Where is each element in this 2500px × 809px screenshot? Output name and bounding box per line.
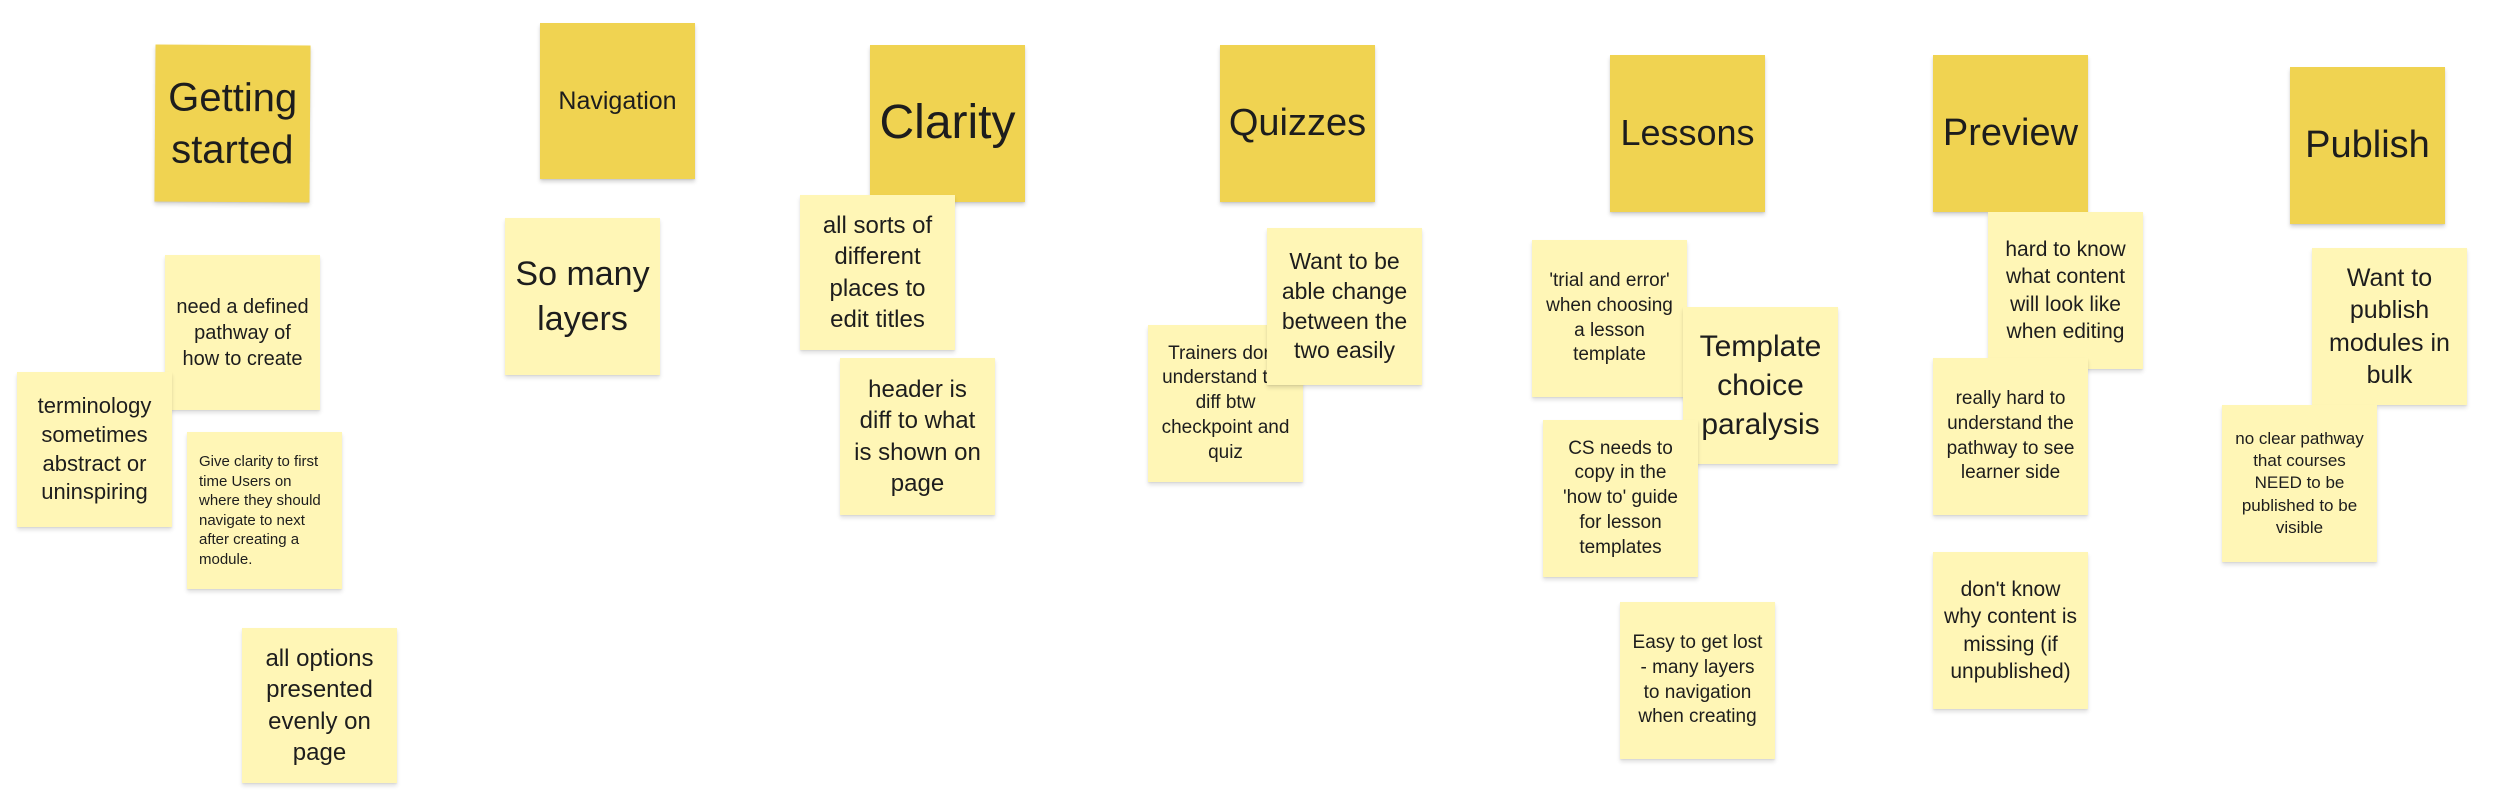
sticky-header-diff-text: header is diff to what is shown on page	[854, 376, 981, 497]
sticky-hard-to-know[interactable]: hard to know what content will look like…	[1988, 212, 2143, 369]
header-lessons[interactable]: Lessons	[1610, 55, 1765, 212]
header-publish[interactable]: Publish	[2290, 67, 2445, 224]
sticky-template-paralysis[interactable]: Template choice paralysis	[1683, 307, 1838, 464]
sticky-clarity-first-time-text: Give clarity to first time Users on wher…	[199, 453, 321, 568]
sticky-template-paralysis-text: Template choice paralysis	[1699, 330, 1822, 441]
header-publish-label: Publish	[2305, 123, 2430, 166]
sticky-header-diff[interactable]: header is diff to what is shown on page	[840, 358, 995, 515]
sticky-hard-to-know-text: hard to know what content will look like…	[2005, 237, 2126, 343]
sticky-defined-pathway-text: need a defined pathway of how to create	[176, 295, 309, 370]
sticky-clarity-first-time[interactable]: Give clarity to first time Users on wher…	[187, 432, 342, 589]
sticky-terminology[interactable]: terminology sometimes abstract or uninsp…	[17, 372, 172, 527]
sticky-no-pathway[interactable]: no clear pathway that courses NEED to be…	[2222, 405, 2377, 562]
header-getting-started[interactable]: Getting started	[154, 44, 311, 203]
header-lessons-label: Lessons	[1620, 112, 1755, 154]
sticky-trainers-diff-text: Trainers don't understand the diff btw c…	[1161, 342, 1290, 463]
sticky-change-between-text: Want to be able change between the two e…	[1281, 247, 1408, 364]
sticky-bulk[interactable]: Want to publish modules in bulk	[2312, 248, 2467, 405]
sticky-terminology-text: terminology sometimes abstract or uninsp…	[37, 393, 152, 505]
header-quizzes-label: Quizzes	[1228, 101, 1367, 144]
sticky-defined-pathway[interactable]: need a defined pathway of how to create	[165, 255, 320, 410]
sticky-edit-titles[interactable]: all sorts of different places to edit ti…	[800, 195, 955, 350]
sticky-cs-copy-text: CS needs to copy in the 'how to' guide f…	[1562, 437, 1678, 558]
sticky-options-evenly[interactable]: all options presented evenly on page	[242, 628, 397, 783]
header-preview-label: Preview	[1942, 111, 2079, 154]
sticky-content-missing-text: don't know why content is missing (if un…	[1943, 577, 2078, 683]
header-getting-started-label: Getting started	[168, 75, 298, 172]
sticky-learner-side-text: really hard to understand the pathway to…	[1946, 388, 2075, 484]
sticky-change-between[interactable]: Want to be able change between the two e…	[1267, 228, 1422, 385]
sticky-edit-titles-text: all sorts of different places to edit ti…	[822, 212, 933, 333]
header-navigation[interactable]: Navigation	[540, 23, 695, 179]
sticky-easy-lost-text: Easy to get lost - many layers to naviga…	[1632, 632, 1763, 728]
sticky-trial-error[interactable]: 'trial and error' when choosing a lesson…	[1532, 240, 1687, 397]
header-preview[interactable]: Preview	[1933, 55, 2088, 212]
sticky-bulk-text: Want to publish modules in bulk	[2329, 263, 2450, 390]
sticky-many-layers[interactable]: So many layers	[505, 218, 660, 375]
sticky-many-layers-text: So many layers	[515, 255, 650, 338]
header-clarity[interactable]: Clarity	[870, 45, 1025, 202]
sticky-trial-error-text: 'trial and error' when choosing a lesson…	[1546, 270, 1673, 366]
sticky-learner-side[interactable]: really hard to understand the pathway to…	[1933, 358, 2088, 515]
sticky-cs-copy[interactable]: CS needs to copy in the 'how to' guide f…	[1543, 420, 1698, 577]
sticky-easy-lost[interactable]: Easy to get lost - many layers to naviga…	[1620, 602, 1775, 759]
header-quizzes[interactable]: Quizzes	[1220, 45, 1375, 202]
sticky-content-missing[interactable]: don't know why content is missing (if un…	[1933, 552, 2088, 709]
header-navigation-label: Navigation	[558, 86, 677, 115]
sticky-no-pathway-text: no clear pathway that courses NEED to be…	[2235, 429, 2364, 537]
header-clarity-label: Clarity	[879, 96, 1016, 150]
sticky-options-evenly-text: all options presented evenly on page	[265, 645, 374, 766]
